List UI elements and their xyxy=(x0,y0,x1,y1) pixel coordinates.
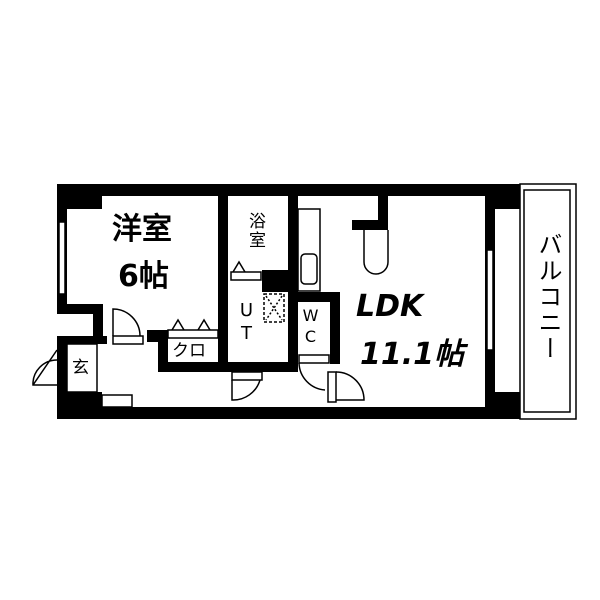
bath-label: 浴室 xyxy=(245,212,265,250)
fixtures xyxy=(58,183,577,420)
utility-label: UT xyxy=(236,300,257,346)
western-room-name: 洋室 xyxy=(112,212,172,247)
western-room-size: 6帖 xyxy=(118,259,169,294)
ldk-name: LDK xyxy=(356,289,424,324)
closet-label: クロ xyxy=(172,341,206,361)
ldk-size: 11.1帖 xyxy=(360,337,465,372)
doors xyxy=(32,260,365,403)
balcony-label: バルコニー xyxy=(534,232,562,362)
entrance-label: 玄 xyxy=(72,358,89,378)
toilet-label: WC xyxy=(301,306,320,348)
